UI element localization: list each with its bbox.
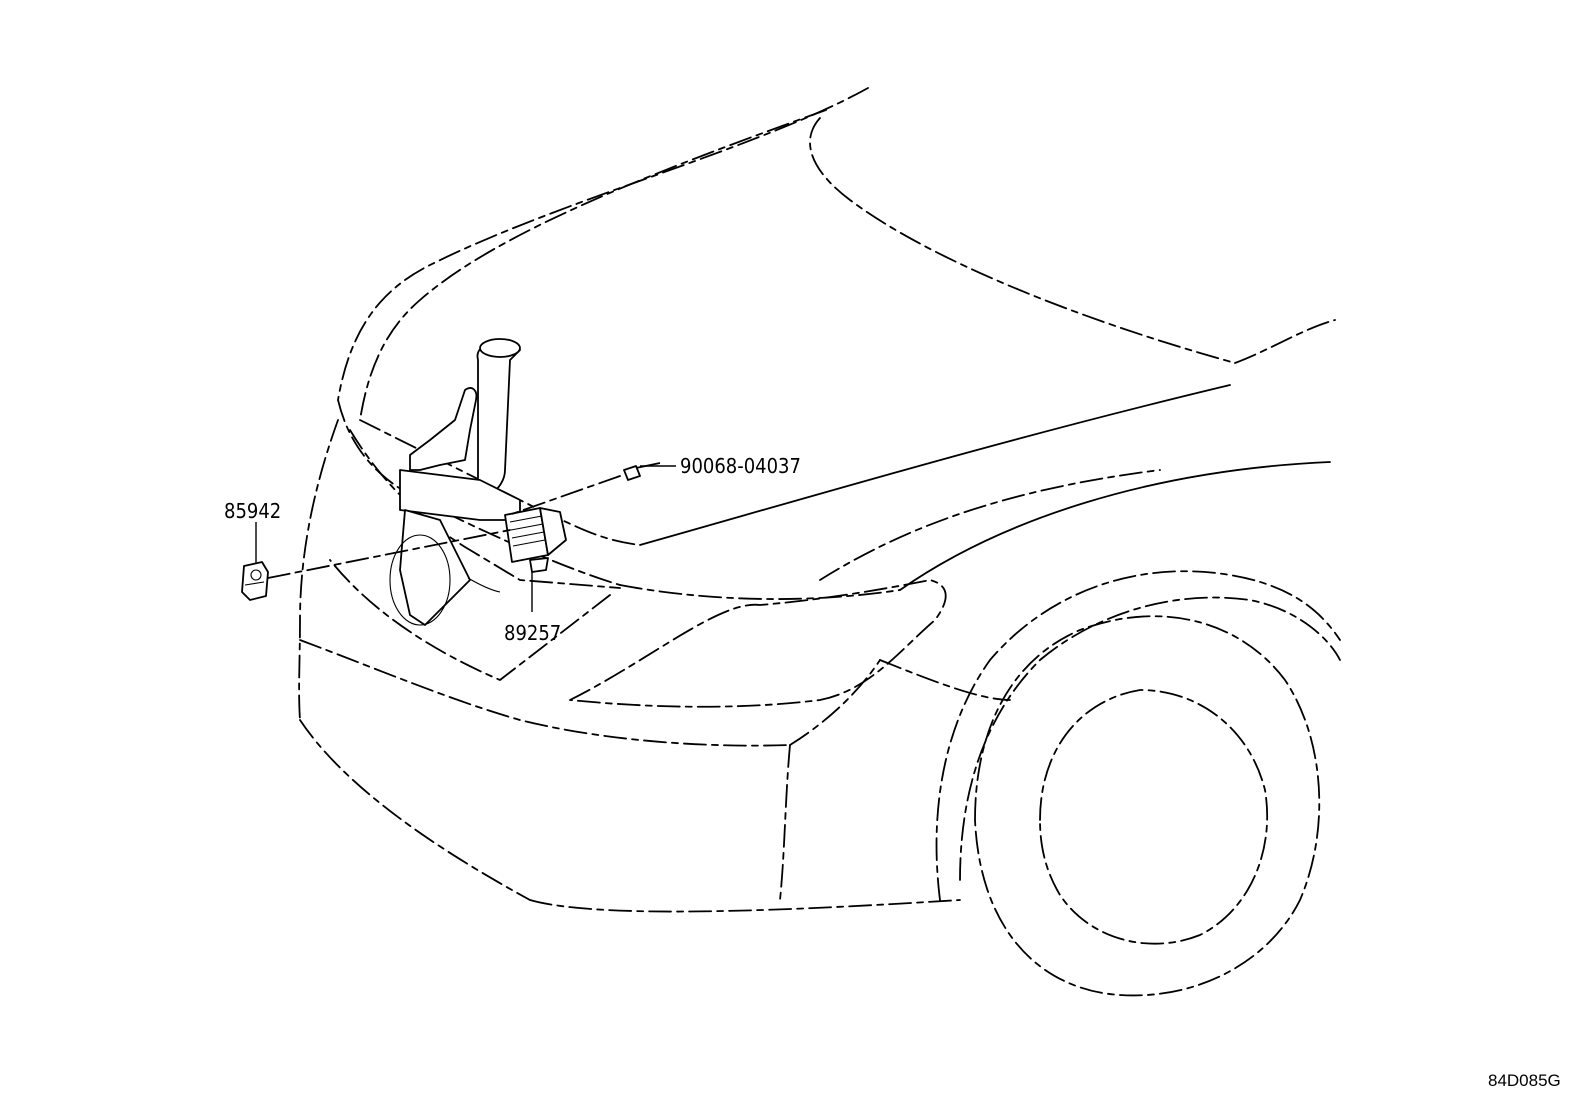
drawing-number: 84D085G (1488, 1071, 1561, 1090)
callout-89257: 89257 (504, 621, 561, 645)
callout-90068-04037: 90068-04037 (680, 454, 801, 478)
sensor-unit-89257 (504, 507, 567, 573)
washer-bracket (389, 338, 521, 626)
callout-85942: 85942 (224, 499, 281, 523)
horn-85942 (241, 561, 269, 601)
vehicle-body-outline (298, 87, 1341, 997)
leader-lines (255, 465, 676, 612)
